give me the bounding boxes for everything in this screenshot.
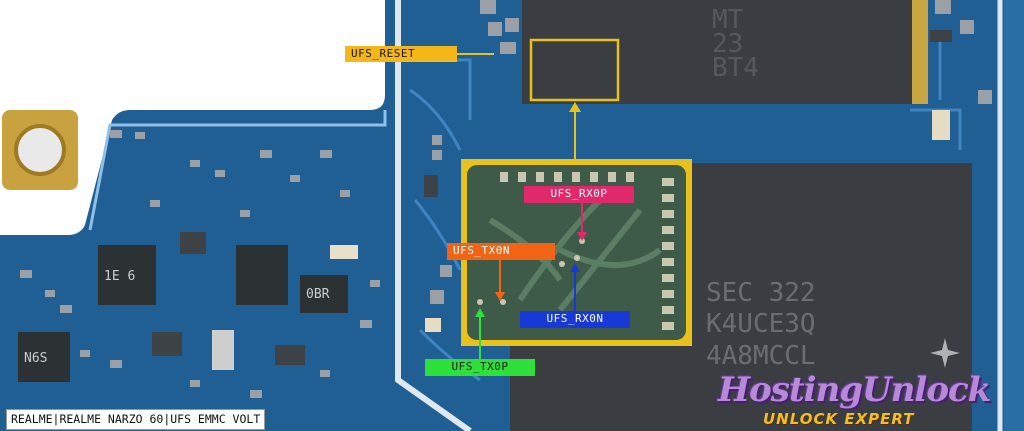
ic-bottom-marking: N6S <box>24 351 47 366</box>
device-caption: REALME|REALME NARZO 60|UFS EMMC VOLT <box>6 409 266 430</box>
inset-pads <box>477 172 674 330</box>
ufs-tx0n-label: UFS_TX0N <box>447 243 555 260</box>
pointer-arrows <box>455 53 587 359</box>
board-separator <box>395 0 472 431</box>
rx0p-arrowhead <box>577 232 587 241</box>
ufs-chip-line3: 4A8MCCL <box>706 341 816 371</box>
right-small-components <box>424 0 992 332</box>
memory-chip-line1: MT <box>712 5 744 35</box>
watermark-tagline: UNLOCK EXPERT <box>763 410 915 428</box>
left-components <box>18 130 380 398</box>
ufs-reset-highlight <box>529 38 620 102</box>
right-edge-strip <box>1004 0 1024 431</box>
memory-chip-marking: MT 23 BT4 <box>712 5 759 83</box>
board-cutout <box>0 0 385 235</box>
memory-chip-edge <box>912 0 928 104</box>
ufs-chip-marking: SEC 322 K4UCE3Q 4A8MCCL <box>706 278 816 371</box>
tx0n-arrowhead <box>495 292 505 301</box>
mounting-hole <box>14 124 66 176</box>
board-edge-trace <box>88 110 387 231</box>
ufs-chip-line2: K4UCE3Q <box>706 309 816 339</box>
memory-chip-line3: BT4 <box>712 53 759 83</box>
chip-markings-left: 1E 6 0BR N6S <box>24 269 330 366</box>
memory-chip <box>522 0 912 104</box>
ufs-chip <box>690 163 972 431</box>
ic-small-marking: 0BR <box>306 287 330 302</box>
ufs-tx0p-label: UFS_TX0P <box>425 359 535 376</box>
watermark-brand: HostingUnlock <box>718 370 991 410</box>
rx0n-arrowhead <box>570 263 580 272</box>
ufs-chip-line1: SEC 322 <box>706 278 816 308</box>
ic-left-marking: 1E 6 <box>104 269 135 284</box>
sparkle-icon <box>930 338 960 368</box>
tx0p-arrowhead <box>475 308 485 317</box>
reset-arrowhead <box>569 102 581 112</box>
ufs-rx0n-label: UFS_RX0N <box>520 311 630 328</box>
ufs-rx0p-label: UFS_RX0P <box>524 186 634 203</box>
memory-chip-line2: 23 <box>712 29 743 59</box>
ufs-reset-label: UFS_RESET <box>345 46 457 62</box>
ufs-chip-lower <box>510 330 700 431</box>
